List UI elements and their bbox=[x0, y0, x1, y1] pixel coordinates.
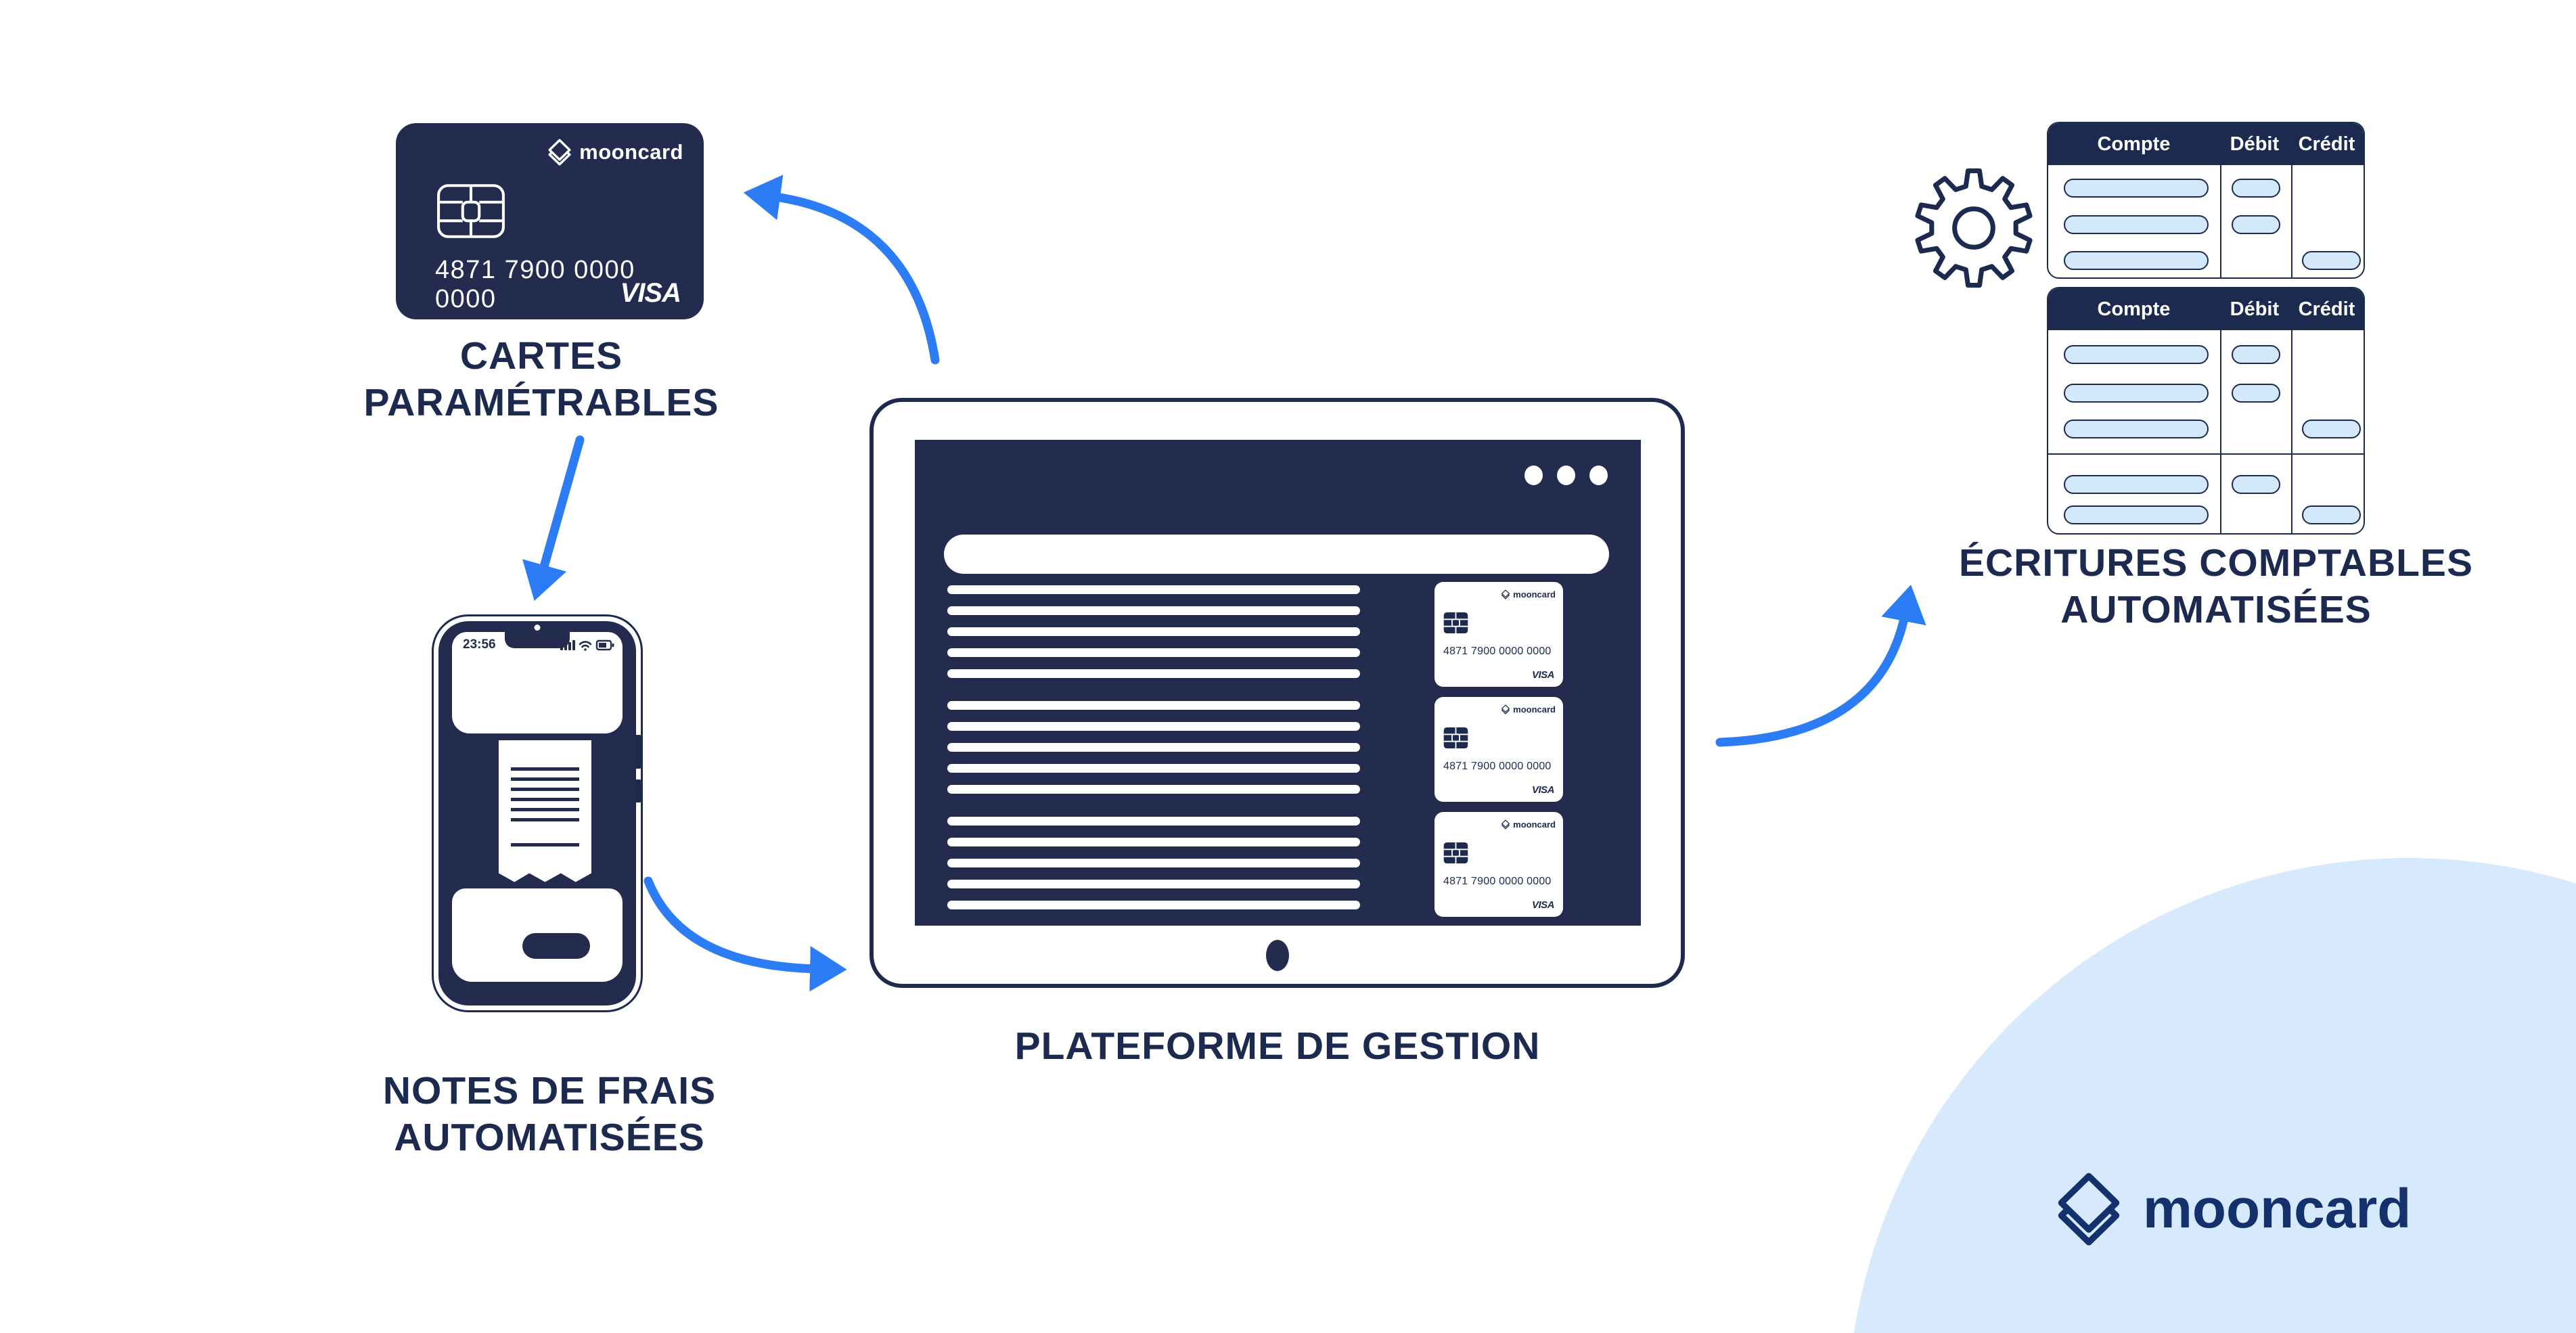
mini-card: mooncard 4871 7900 0000 0000 VISA bbox=[1434, 697, 1563, 802]
tablet-illustration: mooncard 4871 7900 0000 0000 VISA moonca… bbox=[869, 398, 1685, 988]
accounting-table: Compte Débit Crédit bbox=[2047, 122, 2365, 279]
card-number: 4871 7900 0000 0000 bbox=[1443, 761, 1552, 772]
mooncard-diamond-icon bbox=[1501, 589, 1510, 600]
text-line-placeholder bbox=[947, 838, 1360, 846]
tablet-home-button bbox=[1266, 940, 1289, 971]
receipt-line bbox=[511, 798, 579, 801]
corner-halo-decoration bbox=[1847, 858, 2576, 1333]
credit-pill bbox=[2302, 251, 2361, 270]
mooncard-diamond-icon bbox=[547, 138, 572, 166]
visa-logo: VISA bbox=[620, 278, 681, 308]
account-pill bbox=[2064, 505, 2209, 524]
arrow-platform-to-entries bbox=[1715, 585, 1926, 747]
account-pill bbox=[2064, 345, 2209, 364]
debit-pill bbox=[2232, 384, 2280, 403]
phone-volume-button bbox=[636, 735, 641, 769]
text-line-placeholder bbox=[947, 859, 1360, 867]
text-line-placeholder bbox=[947, 817, 1360, 826]
card-number: 4871 7900 0000 0000 bbox=[1443, 876, 1552, 887]
debit-pill bbox=[2232, 475, 2280, 494]
gear-icon bbox=[1915, 168, 2033, 288]
card-number: 4871 7900 0000 0000 bbox=[435, 256, 635, 313]
phone-power-button bbox=[636, 780, 641, 803]
card-number: 4871 7900 0000 0000 bbox=[1443, 646, 1552, 657]
wifi-icon bbox=[579, 641, 592, 648]
card-chip-icon bbox=[1443, 842, 1468, 864]
window-dot-icon bbox=[1557, 466, 1575, 485]
arrow-phone-to-platform bbox=[643, 876, 847, 992]
mooncard-logo: mooncard bbox=[1501, 819, 1556, 830]
label-plateforme-de-gestion: PLATEFORME DE GESTION bbox=[1014, 1024, 1541, 1068]
phone-clock: 23:56 bbox=[463, 637, 496, 652]
card-chip-icon bbox=[1443, 727, 1468, 749]
text-line-placeholder bbox=[947, 606, 1360, 615]
debit-pill bbox=[2232, 215, 2280, 234]
account-pill bbox=[2064, 420, 2209, 438]
mooncard-logo: mooncard bbox=[1501, 589, 1556, 600]
text-line-placeholder bbox=[947, 585, 1360, 594]
table-section-divider bbox=[2048, 453, 2364, 455]
mooncard-card-illustration: mooncard 4871 7900 0000 0000 VISA bbox=[396, 123, 704, 319]
credit-pill bbox=[2302, 420, 2361, 438]
mini-card: mooncard 4871 7900 0000 0000 VISA bbox=[1434, 812, 1563, 917]
phone-bottom-panel bbox=[452, 888, 623, 982]
credit-pill bbox=[2302, 505, 2361, 524]
mooncard-diamond-icon bbox=[2054, 1169, 2124, 1249]
text-line-placeholder bbox=[947, 743, 1360, 752]
visa-logo: VISA bbox=[1531, 784, 1555, 796]
label-ecritures-comptables: ÉCRITURES COMPTABLES AUTOMATISÉES bbox=[1959, 541, 2473, 631]
phone-notch bbox=[505, 632, 570, 648]
label-cartes-parametrables: CARTES PARAMÉTRABLES bbox=[363, 334, 719, 424]
mooncard-footer-logo: mooncard bbox=[2054, 1169, 2411, 1249]
receipt-line bbox=[511, 767, 579, 771]
card-chip-icon bbox=[1443, 612, 1468, 634]
arrow-cards-to-phone bbox=[522, 435, 585, 602]
text-line-placeholder bbox=[947, 901, 1360, 909]
text-line-placeholder bbox=[947, 785, 1360, 794]
text-line-placeholder bbox=[947, 880, 1360, 888]
mooncard-brand-text: mooncard bbox=[2143, 1178, 2412, 1240]
mooncard-logo: mooncard bbox=[547, 138, 683, 166]
text-line-placeholder bbox=[947, 764, 1360, 773]
account-pill bbox=[2064, 475, 2209, 494]
visa-logo: VISA bbox=[1531, 669, 1555, 681]
tablet-screen: mooncard 4871 7900 0000 0000 VISA moonca… bbox=[915, 440, 1641, 926]
text-line-placeholder bbox=[947, 627, 1360, 636]
account-pill bbox=[2064, 179, 2209, 198]
receipt-illustration bbox=[499, 740, 591, 882]
phone-screen: 23:56 bbox=[452, 632, 623, 733]
table-header: Compte Débit Crédit bbox=[2048, 123, 2364, 165]
debit-pill bbox=[2232, 345, 2280, 364]
account-pill bbox=[2064, 215, 2209, 234]
receipt-line bbox=[511, 843, 579, 846]
receipt-line bbox=[511, 788, 579, 791]
label-notes-de-frais: NOTES DE FRAIS AUTOMATISÉES bbox=[382, 1069, 717, 1159]
phone-illustration: 23:56 bbox=[432, 614, 643, 1012]
receipt-line bbox=[511, 777, 579, 781]
mooncard-brand-text: mooncard bbox=[579, 140, 683, 164]
mooncard-diamond-icon bbox=[1501, 704, 1510, 715]
battery-icon bbox=[595, 639, 614, 651]
receipt-line bbox=[511, 808, 579, 811]
table-header: Compte Débit Crédit bbox=[2048, 288, 2364, 330]
visa-logo: VISA bbox=[1531, 899, 1555, 911]
phone-camera-dot bbox=[534, 625, 541, 631]
search-bar-placeholder bbox=[944, 535, 1609, 574]
text-line-placeholder bbox=[947, 701, 1360, 710]
mini-card: mooncard 4871 7900 0000 0000 VISA bbox=[1434, 582, 1563, 687]
text-line-placeholder bbox=[947, 669, 1360, 678]
window-dot-icon bbox=[1589, 466, 1608, 485]
receipt-line bbox=[511, 818, 579, 821]
account-pill bbox=[2064, 251, 2209, 270]
phone-action-button bbox=[522, 933, 590, 959]
window-dot-icon bbox=[1524, 466, 1543, 485]
card-chip-icon bbox=[437, 184, 505, 238]
text-line-placeholder bbox=[947, 648, 1360, 657]
text-line-placeholder bbox=[947, 722, 1360, 731]
debit-pill bbox=[2232, 179, 2280, 198]
mooncard-diamond-icon bbox=[1501, 819, 1510, 830]
mooncard-logo: mooncard bbox=[1501, 704, 1556, 715]
accounting-table: Compte Débit Crédit bbox=[2047, 287, 2365, 535]
account-pill bbox=[2064, 384, 2209, 403]
